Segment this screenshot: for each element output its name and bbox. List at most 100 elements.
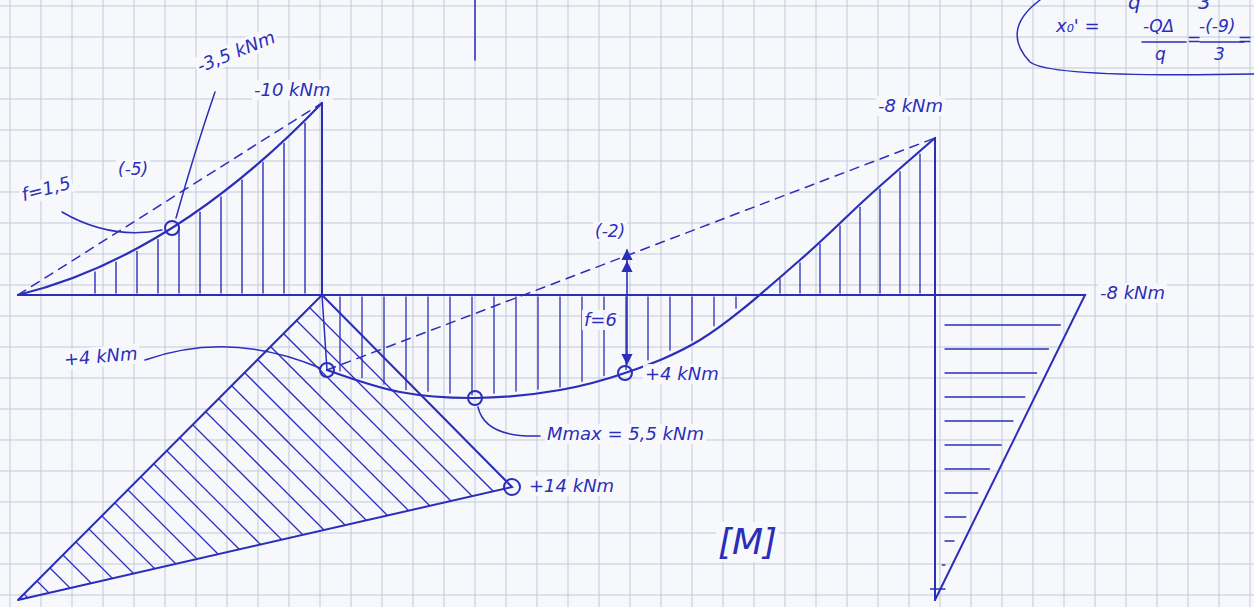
diagram-title: [M] xyxy=(716,522,779,562)
hatch-line xyxy=(471,297,472,395)
hatch-line xyxy=(0,180,600,607)
hatch-line xyxy=(945,396,1025,397)
hatch-line xyxy=(945,444,1001,445)
sag-value: f=6 xyxy=(582,310,619,330)
hatch-line xyxy=(383,297,384,384)
grid-line xyxy=(816,0,817,607)
grid-line xyxy=(537,0,538,607)
grid-line xyxy=(0,68,1254,69)
grid-line xyxy=(692,0,693,607)
moment-curve xyxy=(327,138,935,398)
moment-value: +4 kNm xyxy=(61,343,140,369)
hatch-line xyxy=(0,206,600,607)
hatch-line xyxy=(262,163,263,293)
hatch-line xyxy=(919,154,920,293)
grid-line xyxy=(971,0,972,607)
hatch-line xyxy=(0,128,600,607)
hatch-line xyxy=(0,102,600,607)
hatch-line xyxy=(241,180,242,293)
hatch-line xyxy=(0,388,600,607)
ink-line xyxy=(322,295,327,370)
hatch-line xyxy=(0,414,600,607)
hatch-line xyxy=(0,440,600,607)
grid-line xyxy=(661,0,662,607)
chord-line xyxy=(18,103,322,295)
point-marker xyxy=(618,366,632,380)
grid-line xyxy=(754,0,755,607)
moment-triangle xyxy=(935,295,1085,600)
grid-line xyxy=(1002,0,1003,607)
hatch-line xyxy=(136,252,137,293)
leader-line xyxy=(145,347,320,368)
hatch-line xyxy=(0,0,600,598)
grid-line xyxy=(0,161,1254,162)
hatching xyxy=(0,0,600,607)
grid-line xyxy=(196,0,197,607)
hatch-line xyxy=(157,240,158,293)
hatch-line xyxy=(945,492,978,493)
moment-value: -3,5 kNm xyxy=(192,26,279,77)
leader-line xyxy=(62,212,162,233)
grid-line xyxy=(723,0,724,607)
hatch-line xyxy=(819,244,820,293)
grid-line xyxy=(506,0,507,607)
hatch-line xyxy=(0,310,600,607)
hatch-line xyxy=(779,279,780,293)
grid-line xyxy=(878,0,879,607)
grid-line xyxy=(568,0,569,607)
hatch-line xyxy=(647,297,648,360)
grid-line xyxy=(134,0,135,607)
chord-value: (-5) xyxy=(116,160,150,179)
grid-line xyxy=(1188,0,1189,607)
hatch-line xyxy=(427,297,428,391)
hatch-line xyxy=(942,564,945,565)
hatch-line xyxy=(945,540,954,541)
sag-arrow xyxy=(626,262,628,364)
hatch-line xyxy=(493,297,494,393)
moment-triangle xyxy=(18,295,512,600)
hatch-line xyxy=(669,297,670,350)
grid-line xyxy=(41,0,42,607)
grid-line xyxy=(1219,0,1220,607)
hatch-line xyxy=(945,468,989,469)
grid-line xyxy=(0,533,1254,534)
grid-line xyxy=(0,192,1254,193)
hatch-line xyxy=(0,544,600,607)
grid-line xyxy=(165,0,166,607)
hatch-line xyxy=(0,154,600,607)
hatch-line xyxy=(0,24,600,607)
grid-line xyxy=(630,0,631,607)
fraction-bar xyxy=(1142,41,1186,43)
hatch-line xyxy=(515,297,516,391)
hatch-line xyxy=(0,492,600,607)
grid-line xyxy=(847,0,848,607)
hatch-line xyxy=(283,144,284,293)
hatch-line xyxy=(115,262,116,293)
value-arrow xyxy=(626,250,628,270)
hatch-line xyxy=(449,297,450,393)
grid-line xyxy=(1064,0,1065,607)
formula-term: x₀' = xyxy=(1056,16,1100,36)
formula-term: -QΔ xyxy=(1143,17,1174,36)
grid-line xyxy=(0,99,1254,100)
grid-line xyxy=(1157,0,1158,607)
hatch-line xyxy=(537,297,538,389)
grid-line xyxy=(72,0,73,607)
hatch-line xyxy=(405,297,406,389)
grid-line xyxy=(351,0,352,607)
hatch-line xyxy=(0,362,600,607)
hatch-line xyxy=(339,297,340,371)
chord-line xyxy=(327,138,935,370)
moment-value: -8 kNm xyxy=(1098,283,1167,303)
grid-line xyxy=(10,0,11,607)
hatch-line xyxy=(603,297,604,375)
hatch-line xyxy=(945,516,966,517)
hatch-line xyxy=(713,297,714,326)
formula-term: 3 xyxy=(1198,0,1211,13)
grid-line xyxy=(785,0,786,607)
hatch-line xyxy=(899,172,900,293)
grid-line xyxy=(1033,0,1034,607)
grid-line xyxy=(0,409,1254,410)
